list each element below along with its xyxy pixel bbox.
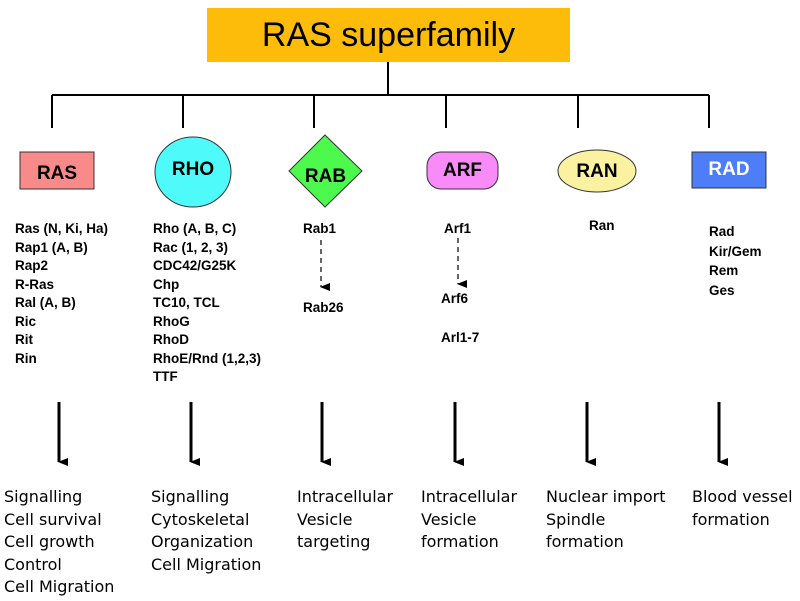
- function-line: formation: [692, 509, 770, 529]
- members-rab-bottom: Rab26: [303, 299, 344, 318]
- function-line: Signalling: [4, 487, 83, 506]
- member-item: Ral (A, B): [15, 295, 76, 310]
- member-item: TTF: [153, 369, 178, 384]
- family-node-rho: RHO: [155, 137, 231, 207]
- function-line: Vesicle: [297, 509, 353, 529]
- member-item: Rin: [15, 350, 37, 366]
- member-item: RhoG: [153, 313, 190, 329]
- member-item: Rem: [709, 263, 739, 278]
- member-item: Arf6: [441, 291, 469, 306]
- member-item: RhoD: [153, 332, 189, 347]
- member-item: Ras (N, Ki, Ha): [15, 221, 109, 236]
- ras-box-shape: [19, 151, 95, 190]
- members-ras: Ras (N, Ki, Ha) Rap1 (A, B) Rap2 R-Ras R…: [15, 220, 108, 368]
- functions-ras: Signalling Cell survival Cell growth Con…: [4, 486, 114, 599]
- members-ran: Ran: [589, 217, 615, 236]
- family-label-rab: RAB: [304, 166, 347, 187]
- functions-rho: Signalling Cytoskeletal Organization Cel…: [151, 486, 261, 576]
- members-arf-bottom: Arl1-7: [441, 329, 479, 348]
- family-node-arf: ARF: [427, 152, 498, 189]
- function-line: Vesicle: [421, 509, 477, 529]
- function-line: Blood vessel: [692, 487, 793, 506]
- member-item: Rap1 (A, B): [15, 239, 88, 255]
- rab-diamond-shape: [288, 134, 363, 208]
- members-rad: Rad Kir/Gem Rem Ges: [709, 222, 762, 300]
- member-item: Ric: [15, 313, 37, 329]
- member-item: Rab26: [303, 300, 344, 315]
- family-node-ran: RAN: [558, 150, 636, 192]
- function-line: Cell growth: [4, 532, 95, 551]
- superfamily-title: RAS superfamily: [261, 15, 516, 54]
- functions-ran: Nuclear import Spindle formation: [546, 486, 666, 554]
- rad-box-shape: [691, 151, 767, 189]
- function-line: formation: [421, 532, 499, 551]
- member-item: Rit: [15, 332, 33, 347]
- functions-arf: Intracellular Vesicle formation: [421, 486, 517, 554]
- members-arf-top: Arf1: [444, 220, 471, 239]
- ran-ellipse-shape: [557, 149, 637, 193]
- function-line: Cytoskeletal: [151, 509, 250, 529]
- function-line: targeting: [297, 532, 371, 551]
- member-item: Arf1: [444, 221, 472, 236]
- members-rho: Rho (A, B, C) Rac (1, 2, 3) CDC42/G25K C…: [153, 220, 261, 387]
- superfamily-title-box: RAS superfamily: [207, 8, 570, 62]
- member-item: Ran: [589, 218, 615, 233]
- member-item: RhoE/Rnd (1,2,3): [153, 350, 262, 366]
- function-line: Cell Migration: [4, 577, 115, 596]
- function-line: Control: [4, 554, 62, 574]
- member-item: Kir/Gem: [709, 243, 762, 259]
- function-line: Cell survival: [4, 509, 102, 529]
- family-node-rab: RAB: [289, 135, 362, 207]
- family-label-rad: RAD: [708, 159, 750, 180]
- member-item: Arl1-7: [441, 330, 480, 345]
- family-label-ras: RAS: [36, 162, 78, 184]
- family-node-ras: RAS: [20, 152, 94, 189]
- function-line: formation: [546, 532, 624, 551]
- member-item: Rho (A, B, C): [153, 221, 237, 236]
- function-line: Intracellular: [297, 487, 394, 506]
- function-line: Spindle: [546, 509, 606, 529]
- members-rab-top: Rab1: [303, 220, 336, 239]
- member-item: TC10, TCL: [153, 295, 220, 310]
- member-item: Ges: [709, 282, 735, 298]
- function-line: Nuclear import: [546, 487, 666, 506]
- functions-rab: Intracellular Vesicle targeting: [297, 486, 393, 554]
- rho-circle-shape: [154, 136, 232, 208]
- member-item: Rac (1, 2, 3): [153, 239, 229, 255]
- member-item: Rad: [709, 224, 735, 239]
- family-label-rho: RHO: [171, 159, 215, 180]
- member-item: R-Ras: [15, 276, 55, 292]
- family-node-rad: RAD: [692, 152, 766, 188]
- member-item: Rab1: [303, 221, 337, 236]
- functions-rad: Blood vessel formation: [692, 486, 793, 531]
- family-label-ran: RAN: [576, 161, 618, 182]
- function-line: Cell Migration: [151, 554, 262, 574]
- arf-rounded-shape: [426, 151, 499, 190]
- member-item: Rap2: [15, 258, 49, 273]
- members-arf-mid: Arf6: [441, 290, 468, 309]
- function-line: Signalling: [151, 487, 230, 506]
- member-item: CDC42/G25K: [153, 258, 237, 273]
- function-line: Intracellular: [421, 487, 518, 506]
- member-item: Chp: [153, 276, 180, 292]
- function-line: Organization: [151, 532, 254, 551]
- family-label-arf: ARF: [442, 159, 483, 181]
